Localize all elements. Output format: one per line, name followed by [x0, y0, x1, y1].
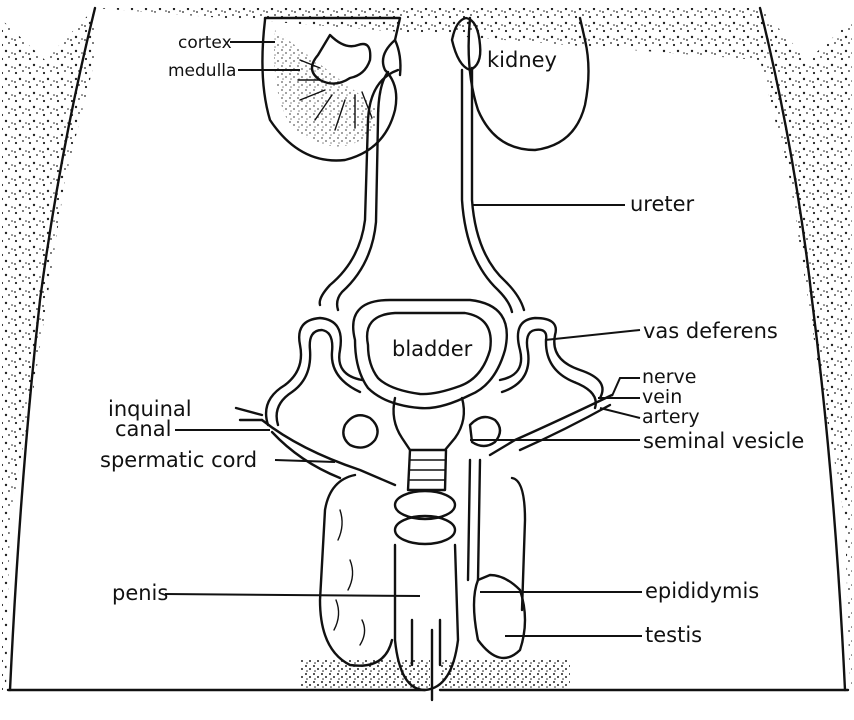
labels: cortex medulla kidney ureter vas deferen… — [100, 33, 804, 647]
artery-leader — [600, 408, 640, 418]
vas-deferens-leader — [545, 330, 640, 340]
label-vein: vein — [642, 386, 682, 408]
epididymis-testis — [468, 460, 525, 658]
nerve-leader — [612, 378, 640, 396]
label-spermatic-cord: spermatic cord — [100, 448, 257, 472]
label-seminal-vesicle: seminal vesicle — [643, 429, 804, 453]
spermatic-cord-leader — [275, 460, 335, 462]
penis-leader — [165, 594, 420, 596]
label-vas-deferens: vas deferens — [643, 319, 778, 343]
label-cortex: cortex — [178, 33, 232, 53]
label-medulla: medulla — [168, 61, 236, 81]
label-nerve: nerve — [642, 366, 696, 388]
label-ureter: ureter — [630, 192, 695, 216]
label-artery: artery — [642, 406, 700, 428]
scrotum — [320, 475, 525, 666]
label-penis: penis — [112, 581, 168, 605]
label-testis: testis — [645, 623, 702, 647]
label-bladder: bladder — [392, 337, 473, 361]
seminal-vesicles — [343, 415, 500, 447]
label-kidney: kidney — [487, 48, 557, 72]
label-inguinal-canal-line2: canal — [115, 417, 171, 441]
bladder — [353, 300, 507, 490]
label-epididymis: epididymis — [645, 579, 759, 603]
